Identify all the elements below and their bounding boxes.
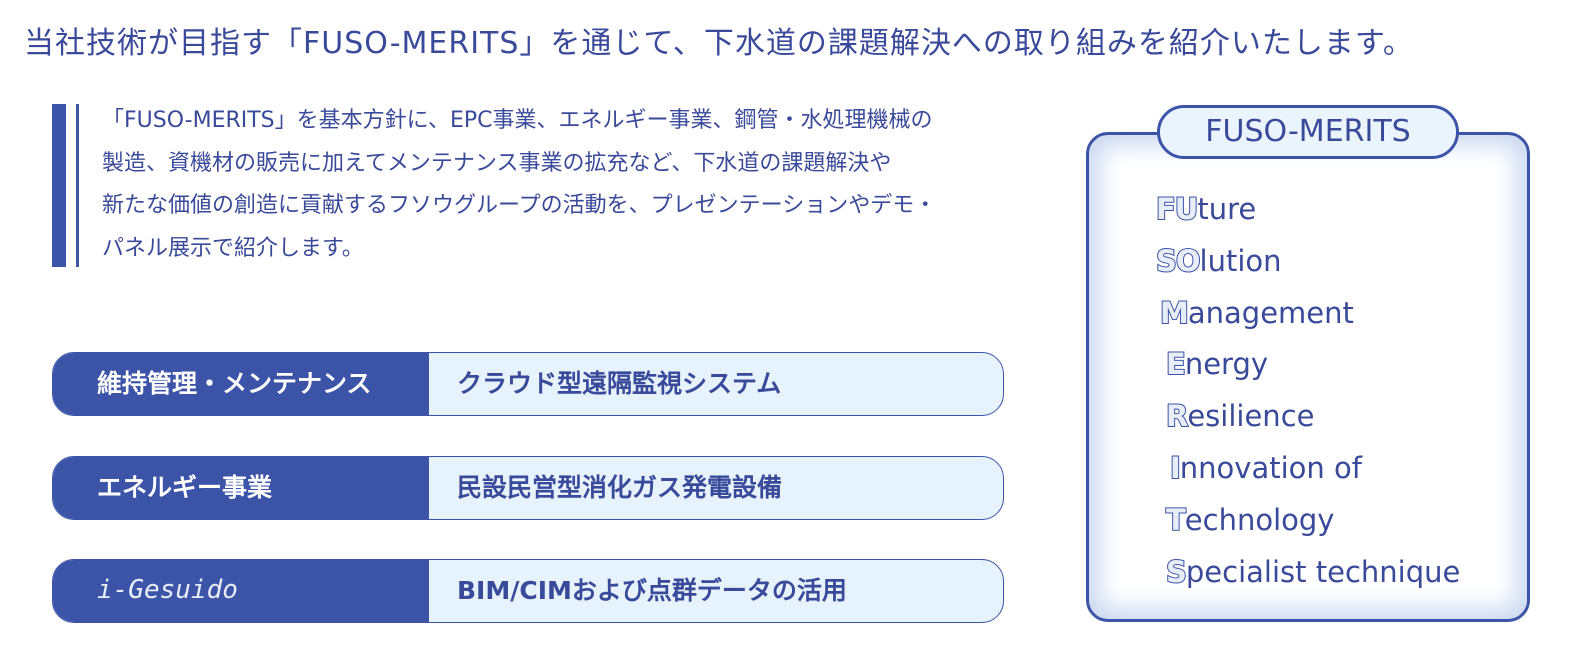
intro-accent-line	[76, 104, 79, 267]
merits-rest: nnovation of	[1179, 450, 1362, 485]
merits-lead-letters: M	[1159, 295, 1190, 331]
merits-lead-letters: E	[1165, 346, 1187, 382]
merits-panel	[1086, 132, 1530, 622]
intro-line: 製造、資機材の販売に加えてメンテナンス事業の拡充など、下水道の課題解決や	[102, 150, 892, 176]
merits-rest: lution	[1199, 243, 1282, 278]
intro-line: 「FUSO-MERITS」を基本方針に、EPC事業、エネルギー事業、鋼管・水処理…	[102, 108, 933, 133]
intro-section: 「FUSO-MERITS」を基本方針に、EPC事業、エネルギー事業、鋼管・水処理…	[52, 104, 1012, 267]
merits-item: Management	[1156, 288, 1460, 340]
topic-desc: 民設民営型消化ガス発電設備	[457, 473, 783, 502]
topic-tag: エネルギー事業	[53, 457, 429, 519]
topic-i-gesuido: i-Gesuido BIM/CIMおよび点群データの活用	[52, 559, 1004, 623]
intro-accent-bar	[52, 104, 66, 267]
topic-desc: BIM/CIMおよび点群データの活用	[457, 576, 847, 605]
merits-title: FUSO-MERITS	[1157, 105, 1459, 159]
merits-rest: esilience	[1187, 399, 1315, 434]
intro-line: 新たな価値の創造に貢献するフソウグループの活動を、プレゼンテーションやデモ・	[102, 193, 937, 218]
merits-item: SOlution	[1155, 236, 1460, 288]
merits-rest: echnology	[1184, 502, 1335, 537]
merits-lead-letters: SO	[1155, 243, 1202, 279]
intro-text: 「FUSO-MERITS」を基本方針に、EPC事業、エネルギー事業、鋼管・水処理…	[102, 100, 1012, 270]
merits-lead-letters: R	[1165, 398, 1189, 434]
page-headline: 当社技術が目指す「FUSO-MERITS」を通じて、下水道の課題解決への取り組み…	[24, 26, 1414, 61]
merits-rest: ture	[1197, 192, 1257, 226]
merits-lead-letters: T	[1165, 502, 1187, 538]
merits-rest: anagement	[1187, 295, 1354, 330]
merits-item: Resilience	[1156, 391, 1460, 443]
merits-item: Energy	[1156, 339, 1460, 391]
merits-item: Technology	[1156, 495, 1460, 547]
topic-tag: 維持管理・メンテナンス	[53, 353, 429, 415]
merits-item: FUture	[1155, 184, 1460, 236]
merits-lead-letters: S	[1165, 554, 1188, 590]
merits-lead-letters: I	[1169, 450, 1182, 486]
topic-maintenance: 維持管理・メンテナンス クラウド型遠隔監視システム	[52, 352, 1004, 416]
merits-rest: nergy	[1184, 347, 1269, 382]
merits-list: FUture SOlution Management Energy Resili…	[1155, 184, 1460, 599]
topic-energy: エネルギー事業 民設民営型消化ガス発電設備	[52, 456, 1004, 520]
merits-rest: pecialist technique	[1185, 554, 1461, 589]
topic-desc: クラウド型遠隔監視システム	[457, 369, 782, 398]
topic-tag-logo: i-Gesuido	[53, 560, 429, 622]
merits-lead-letters: FU	[1155, 191, 1199, 227]
merits-item: Specialist technique	[1156, 547, 1460, 599]
intro-line: パネル展示で紹介します。	[102, 235, 364, 261]
merits-item: Innovation of	[1156, 443, 1460, 495]
